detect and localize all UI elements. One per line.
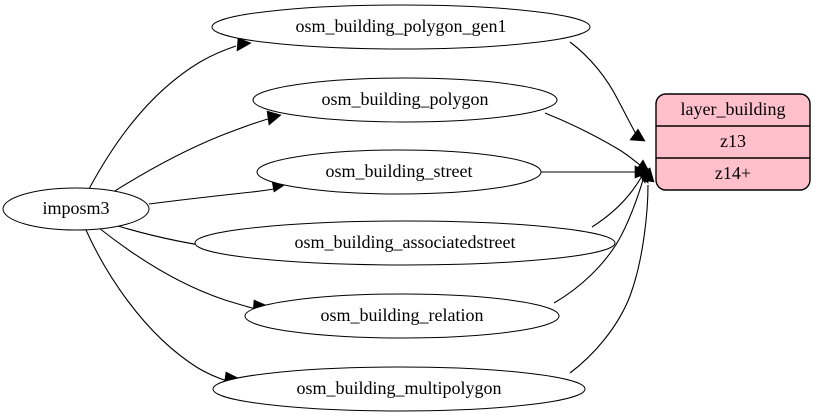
- edge-imposm3-to-osm-building-polygon-gen1: [88, 37, 252, 190]
- node-osm-building-street-label: osm_building_street: [326, 161, 473, 181]
- node-imposm3[interactable]: imposm3: [2, 187, 150, 231]
- node-osm-building-polygon[interactable]: osm_building_polygon: [252, 77, 558, 123]
- node-osm-building-relation-shape[interactable]: [244, 293, 560, 339]
- node-osm-building-polygon-shape[interactable]: [252, 77, 558, 123]
- edge-osm-building-multipolygon-to-layer-z14: [569, 167, 655, 374]
- node-osm-building-polygon-gen1[interactable]: osm_building_polygon_gen1: [211, 4, 591, 50]
- node-layer-building[interactable]: layer_building z13 z14+: [655, 93, 811, 191]
- edge-group-tables-to-layer: [541, 41, 655, 374]
- node-osm-building-associatedstreet-shape[interactable]: [194, 220, 616, 266]
- node-layer-building-body[interactable]: [655, 93, 811, 191]
- node-osm-building-associatedstreet-label: osm_building_associatedstreet: [295, 232, 516, 252]
- node-osm-building-relation[interactable]: osm_building_relation: [244, 293, 560, 339]
- node-osm-building-multipolygon[interactable]: osm_building_multipolygon: [212, 366, 586, 412]
- edge-imposm3-to-osm-building-street: [148, 180, 287, 205]
- node-osm-building-street[interactable]: osm_building_street: [256, 149, 542, 195]
- node-layer-building-row-z13: z13: [720, 131, 746, 151]
- edge-osm-building-street-to-layer-z14: [541, 165, 651, 179]
- node-osm-building-associatedstreet[interactable]: osm_building_associatedstreet: [194, 220, 616, 266]
- edge-osm-building-polygon-gen1-to-layer-z13: [569, 41, 646, 142]
- edge-osm-building-polygon-to-layer-z14: [544, 112, 651, 174]
- node-imposm3-label: imposm3: [42, 198, 109, 218]
- node-osm-building-multipolygon-label: osm_building_multipolygon: [296, 378, 501, 398]
- node-osm-building-polygon-label: osm_building_polygon: [321, 89, 488, 109]
- edge-imposm3-to-osm-building-polygon: [109, 110, 282, 195]
- edge-osm-building-associatedstreet-to-layer-z14: [591, 169, 651, 228]
- node-imposm3-shape[interactable]: [2, 187, 150, 231]
- node-osm-building-polygon-gen1-label: osm_building_polygon_gen1: [296, 16, 507, 36]
- node-osm-building-street-shape[interactable]: [256, 149, 542, 195]
- node-osm-building-multipolygon-shape[interactable]: [212, 366, 586, 412]
- node-osm-building-relation-label: osm_building_relation: [321, 305, 484, 325]
- edge-imposm3-to-osm-building-multipolygon: [85, 229, 241, 387]
- node-osm-building-polygon-gen1-shape[interactable]: [211, 4, 591, 50]
- node-layer-building-row-title: layer_building: [681, 99, 786, 119]
- node-layer-building-row-z14: z14+: [715, 163, 751, 183]
